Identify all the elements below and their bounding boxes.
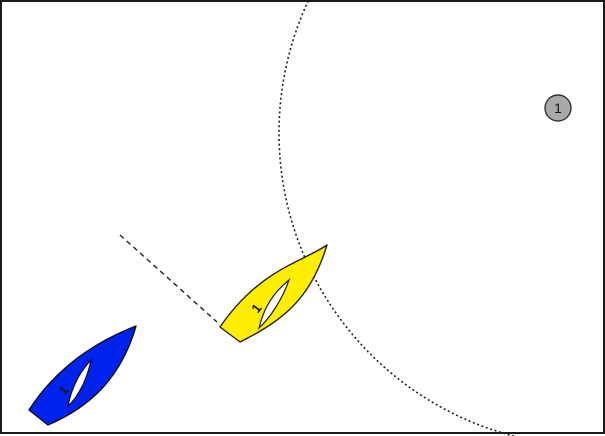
mark-1: 1 bbox=[544, 94, 572, 122]
blue-boat: 1 bbox=[28, 325, 137, 426]
overlap-line bbox=[119, 234, 218, 323]
mark-buoy bbox=[544, 94, 572, 122]
yellow-boat-hull bbox=[219, 244, 328, 343]
yellow-boat-sail bbox=[257, 278, 291, 330]
yellow-boat: 1 bbox=[219, 244, 328, 343]
blue-boat-sail bbox=[67, 358, 93, 408]
zone-circle bbox=[278, 2, 518, 436]
mark-label: 1 bbox=[554, 100, 562, 116]
